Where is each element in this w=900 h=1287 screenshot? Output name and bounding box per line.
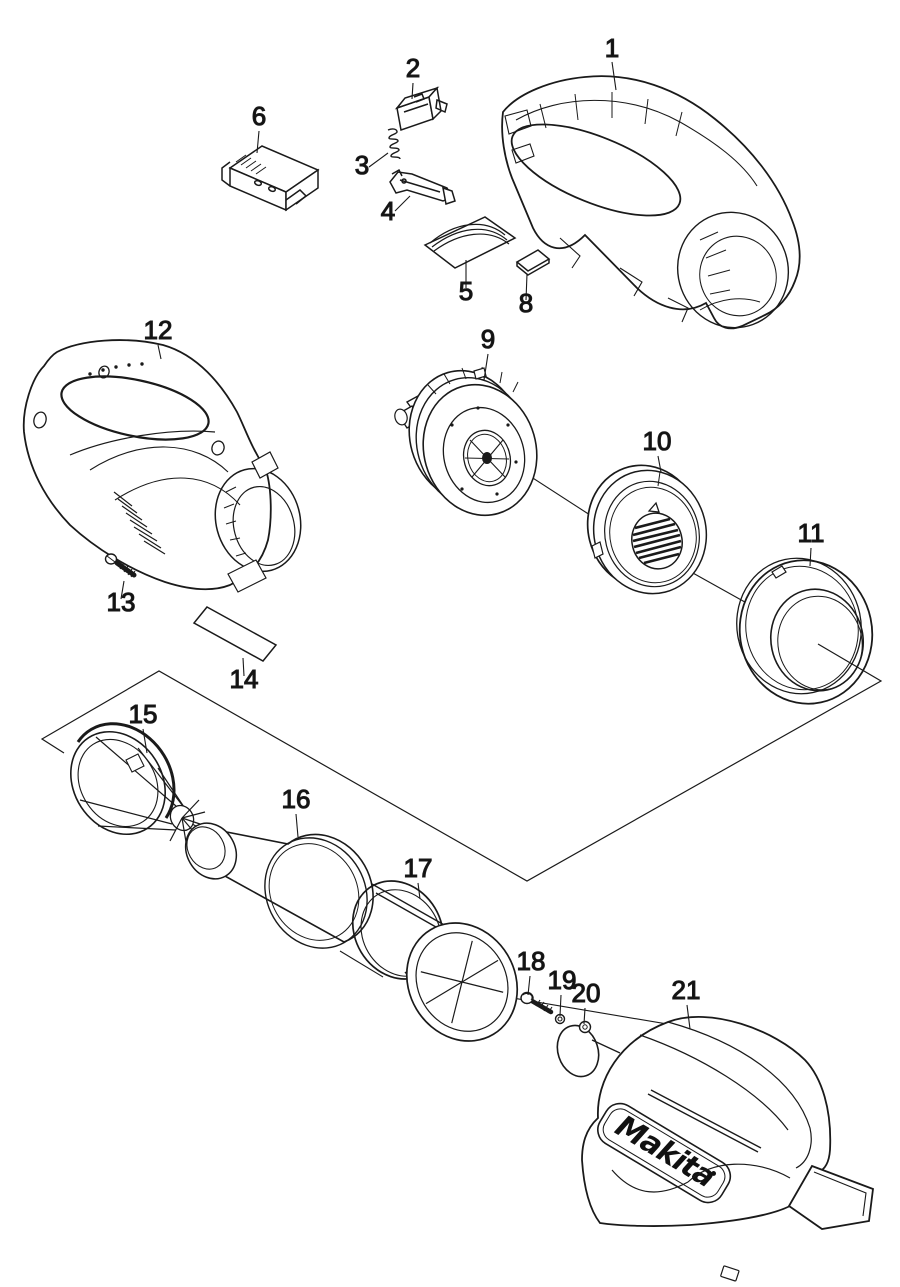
part-number: 4 xyxy=(381,196,395,226)
part-number: 17 xyxy=(404,853,433,883)
part-label-11: 11 xyxy=(797,517,825,567)
part-label-8: 8 xyxy=(518,273,534,319)
part-17-filter-frame xyxy=(351,880,519,1042)
part-label-2: 2 xyxy=(405,52,421,100)
part-label-20: 20 xyxy=(571,977,601,1025)
part-number: 3 xyxy=(355,150,369,180)
part-number: 8 xyxy=(519,288,533,318)
part-label-18: 18 xyxy=(516,945,546,996)
logo-dot xyxy=(711,1171,717,1176)
part-11-ring xyxy=(736,557,874,705)
part-labels: 1 2 3 4 5 6 8 9 10 11 12 13 14 15 16 17 … xyxy=(106,32,825,1030)
part-number: 6 xyxy=(252,101,266,131)
part-label-14: 14 xyxy=(229,657,259,695)
part-21-front-cover: Makita xyxy=(581,1015,874,1282)
part-number: 2 xyxy=(406,53,420,83)
housing-grille-vents xyxy=(113,491,166,555)
part-label-19: 19 xyxy=(547,964,577,1017)
part-number: 9 xyxy=(481,324,495,354)
part-label-6: 6 xyxy=(251,100,267,154)
crevice-nozzle xyxy=(787,1164,874,1230)
fan-cover-grille xyxy=(632,517,682,565)
part-8-sponge-pad xyxy=(515,249,551,276)
part-label-4: 4 xyxy=(380,195,411,227)
part-number: 18 xyxy=(517,946,546,976)
part-15-filter-cage xyxy=(70,722,207,843)
part-13-tapping-screw xyxy=(104,553,137,578)
part-label-13: 13 xyxy=(106,580,136,618)
part-number: 14 xyxy=(230,664,259,694)
part-20-wire-holder xyxy=(556,1020,621,1078)
part-label-3: 3 xyxy=(354,149,389,181)
part-number: 10 xyxy=(643,426,672,456)
part-label-10: 10 xyxy=(642,425,672,473)
part-18-screw xyxy=(520,991,554,1015)
part-12-housing-left-half xyxy=(22,339,302,593)
assembly-zone-boundary xyxy=(40,643,883,882)
part-label-16: 16 xyxy=(281,783,311,838)
part-5-lead-wire-unit xyxy=(423,216,517,269)
part-number: 13 xyxy=(107,587,136,617)
part-number: 5 xyxy=(459,276,473,306)
part-4-switch-lever xyxy=(389,168,456,205)
part-number: 12 xyxy=(144,315,173,345)
part-16-cloth-filter xyxy=(184,822,374,949)
part-2-switch xyxy=(394,86,448,131)
part-label-17: 17 xyxy=(403,852,433,900)
part-label-9: 9 xyxy=(480,323,496,381)
part-1-housing-right-half xyxy=(501,75,801,330)
part-10-fan-cover xyxy=(586,464,708,595)
part-number: 15 xyxy=(129,699,158,729)
part-14-name-plate xyxy=(192,606,278,662)
part-number: 16 xyxy=(282,784,311,814)
part-6-terminal-block xyxy=(221,145,320,212)
part-number: 21 xyxy=(672,975,701,1005)
axis-line-16-17 xyxy=(339,950,384,978)
part-number: 19 xyxy=(548,965,577,995)
frame-cross xyxy=(420,940,504,1024)
part-label-12: 12 xyxy=(143,314,173,360)
part-3-spring xyxy=(387,128,401,160)
part-label-5: 5 xyxy=(458,260,474,307)
part-9-motor-fan-assembly xyxy=(394,366,538,517)
cover-bottom-tab xyxy=(720,1265,740,1282)
part-number: 1 xyxy=(605,33,619,63)
part-label-1: 1 xyxy=(604,32,620,91)
part-number: 11 xyxy=(798,518,825,548)
part-label-15: 15 xyxy=(128,698,158,754)
part-number: 20 xyxy=(572,978,601,1008)
part-label-21: 21 xyxy=(671,974,701,1030)
